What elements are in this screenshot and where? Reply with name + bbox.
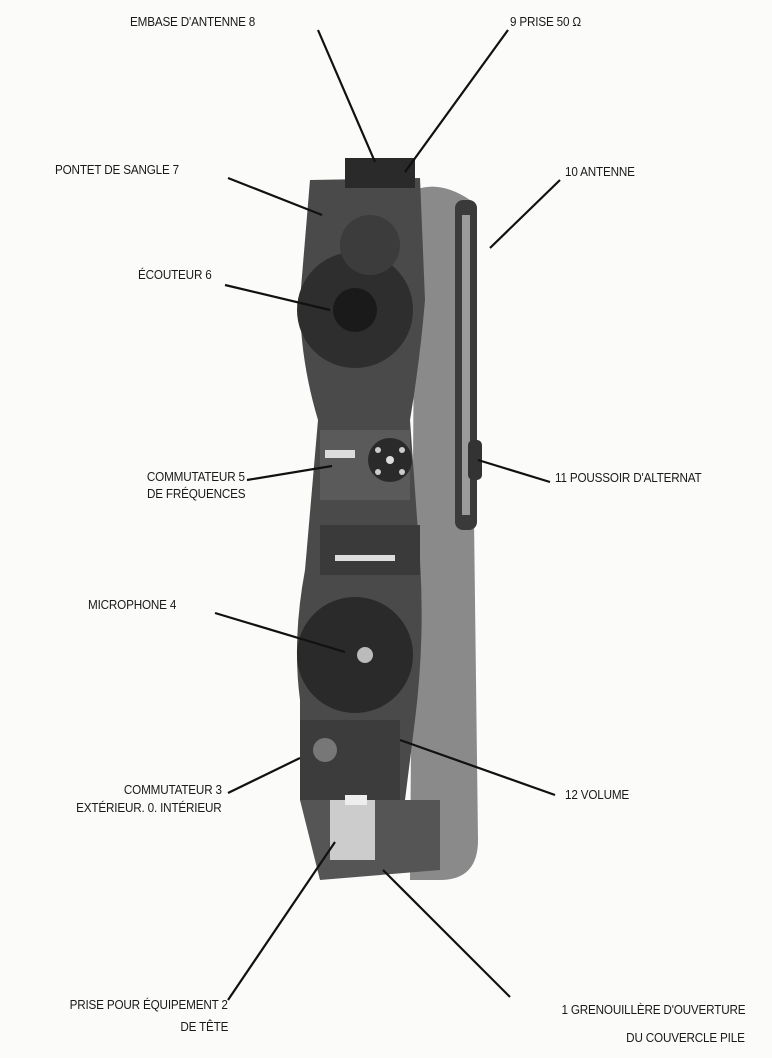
label-switch-3-positions: EXTÉRIEUR. 0. INTÉRIEUR: [76, 800, 223, 815]
microphone: [297, 597, 413, 713]
label-headset-socket-2: DE TÊTE: [180, 1019, 228, 1034]
label-frequency-switch-2: DE FRÉQUENCES: [146, 486, 246, 501]
leader-lines: [214, 29, 561, 1001]
label-switch-3: COMMUTATEUR 3: [124, 782, 222, 797]
label-push-to-talk: 11 POUSSOIR D'ALTERNAT: [555, 470, 702, 485]
label-frequency-switch: COMMUTATEUR 5: [147, 469, 245, 484]
label-headset-socket: PRISE POUR ÉQUIPEMENT 2: [69, 997, 228, 1012]
antenna-base: [345, 158, 415, 188]
ptt-button: [468, 440, 482, 480]
label-volume: 12 VOLUME: [565, 787, 630, 802]
label-microphone: MICROPHONE 4: [88, 597, 177, 612]
label-antenna-base: EMBASE D'ANTENNE 8: [130, 14, 256, 29]
label-strap-bridge: PONTET DE SANGLE 7: [55, 162, 179, 177]
label-cover-latch-2: DU COUVERCLE PILE: [626, 1030, 745, 1045]
label-earpiece: ÉCOUTEUR 6: [138, 267, 212, 282]
label-cover-latch: 1 GRENOUILLÈRE D'OUVERTURE: [561, 1002, 745, 1017]
label-antenna: 10 ANTENNE: [565, 164, 635, 179]
label-50-ohm-socket: 9 PRISE 50 Ω: [510, 14, 581, 29]
